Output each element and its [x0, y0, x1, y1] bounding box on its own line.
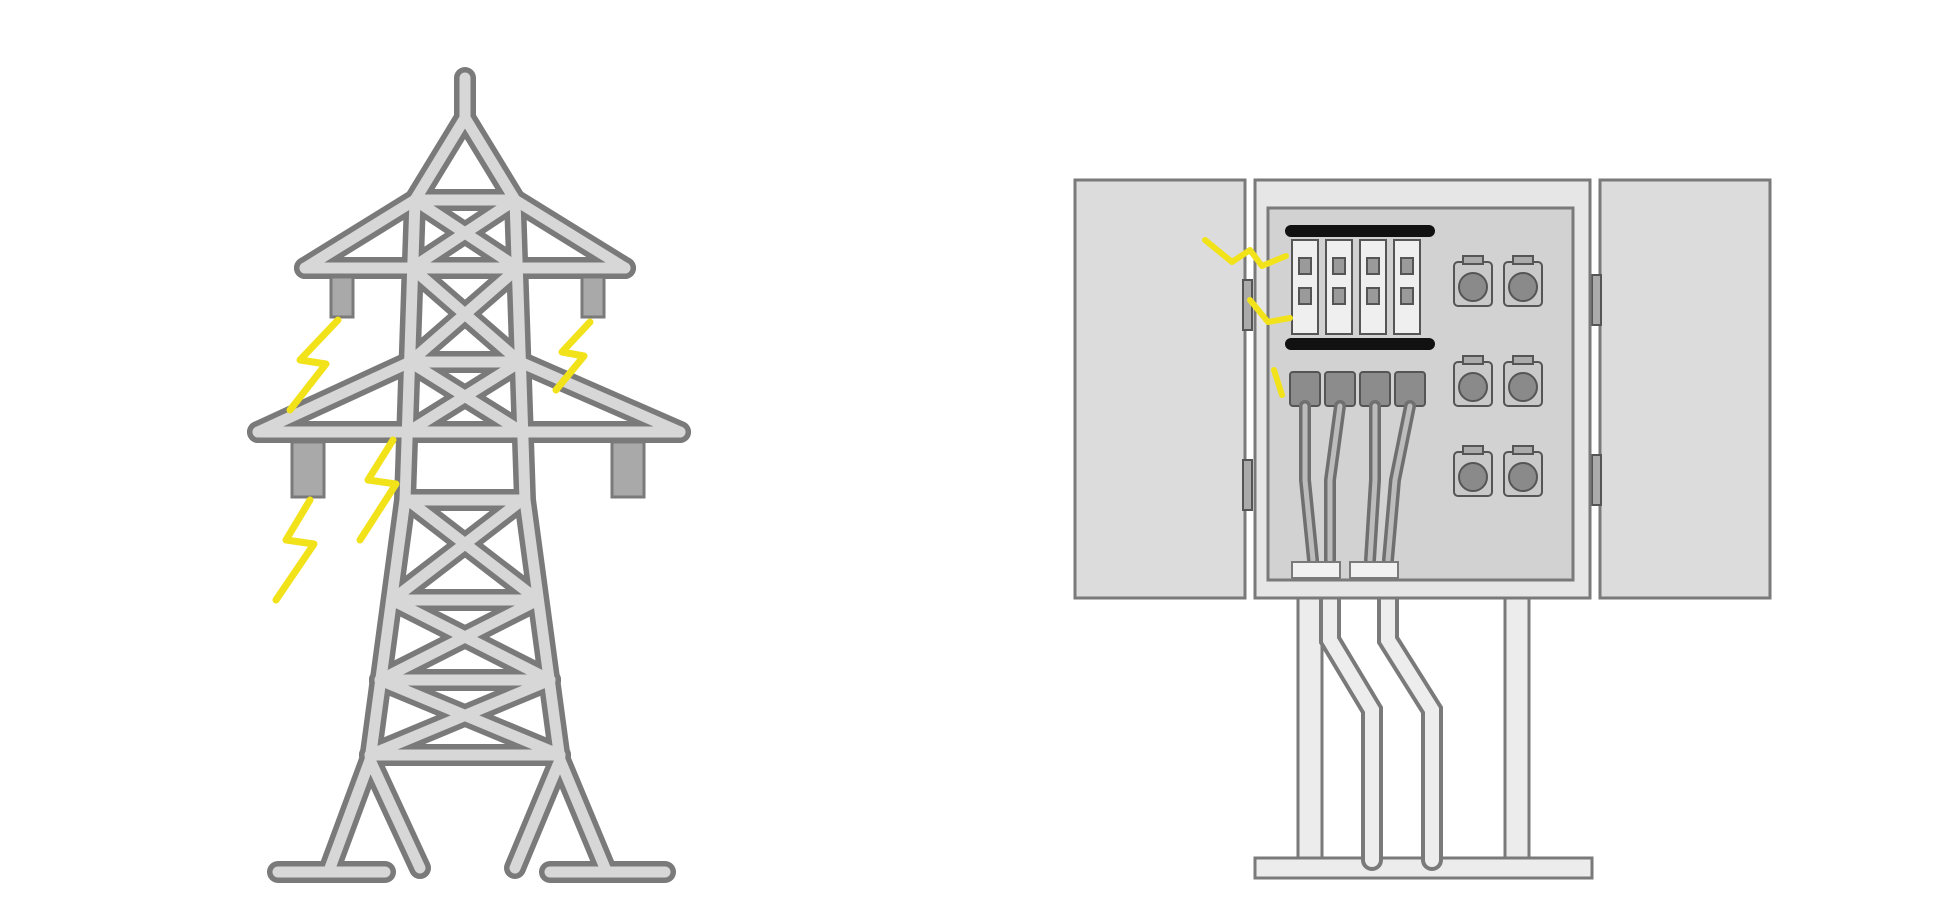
- socket-icon: [1503, 445, 1543, 497]
- socket-icon: [1453, 355, 1493, 407]
- cable-lugs: [1289, 371, 1426, 407]
- cabinet-underground-cables: [1319, 587, 1443, 871]
- circuit-breaker: [1325, 239, 1353, 335]
- socket-icon: [1453, 255, 1493, 307]
- circuit-breaker: [1291, 239, 1319, 335]
- cabinet-door-right: [1598, 178, 1772, 600]
- spark-bolt-icon: [1271, 367, 1285, 398]
- transmission-tower: [247, 67, 691, 883]
- electrical-distribution-cabinet: [1073, 178, 1772, 880]
- cabinet-hinges: [1242, 274, 1602, 511]
- stand-leg-left: [1296, 596, 1324, 872]
- bus-bar-bottom: [1285, 338, 1435, 350]
- insulator-lower-right: [610, 440, 646, 499]
- cabinet-door-left: [1073, 178, 1247, 600]
- cabinet-stand: [1253, 596, 1594, 880]
- socket-icon: [1503, 255, 1543, 307]
- socket-icon: [1453, 445, 1493, 497]
- tower-insulators: [290, 275, 646, 499]
- cable-glands: [1291, 561, 1399, 579]
- circuit-breaker: [1393, 239, 1421, 335]
- cabinet-cables: [1299, 400, 1416, 566]
- spark-bolt-icon: [356, 436, 400, 544]
- spark-bolt-icon: [286, 316, 342, 414]
- cabinet-sparks: [1202, 237, 1293, 398]
- circuit-breaker: [1359, 239, 1387, 335]
- tower-frame-fill: [252, 72, 686, 878]
- socket-icon: [1503, 355, 1543, 407]
- spark-bolt-icon: [1202, 237, 1289, 269]
- tower-sparks: [272, 316, 594, 604]
- bus-bar-top: [1285, 225, 1435, 237]
- spark-bolt-icon: [1247, 297, 1293, 325]
- insulator-upper-right: [580, 275, 606, 319]
- insulator-lower-left: [290, 440, 326, 499]
- stand-leg-right: [1503, 596, 1531, 872]
- insulator-upper-left: [329, 275, 355, 319]
- spark-bolt-icon: [272, 496, 318, 604]
- breaker-group: [1291, 239, 1421, 335]
- spark-bolt-icon: [552, 318, 594, 394]
- socket-grid: [1453, 255, 1543, 497]
